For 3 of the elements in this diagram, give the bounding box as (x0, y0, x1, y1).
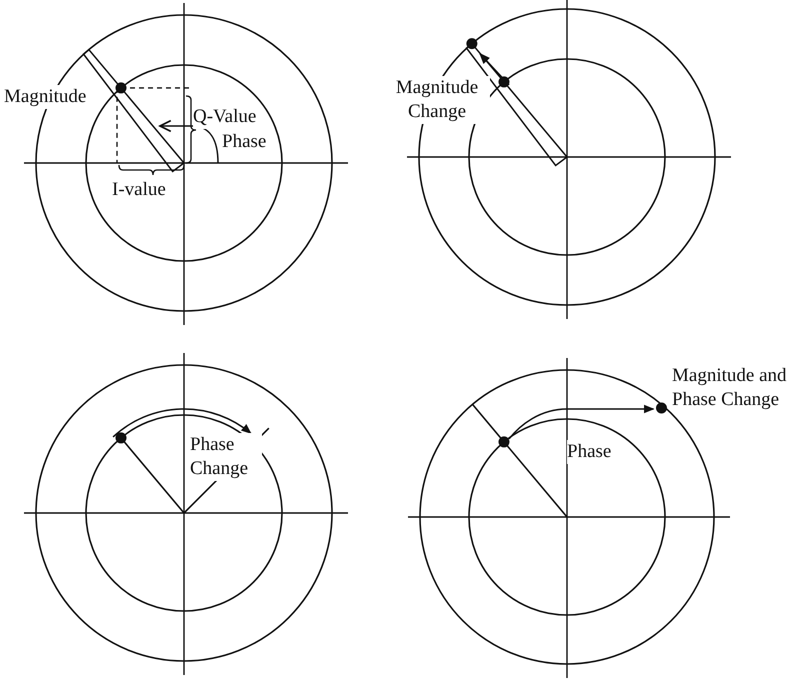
annotation-label: Magnitude (4, 85, 86, 109)
annotation-label: Phase Change (190, 433, 262, 481)
annotation-label: Phase (567, 440, 612, 464)
